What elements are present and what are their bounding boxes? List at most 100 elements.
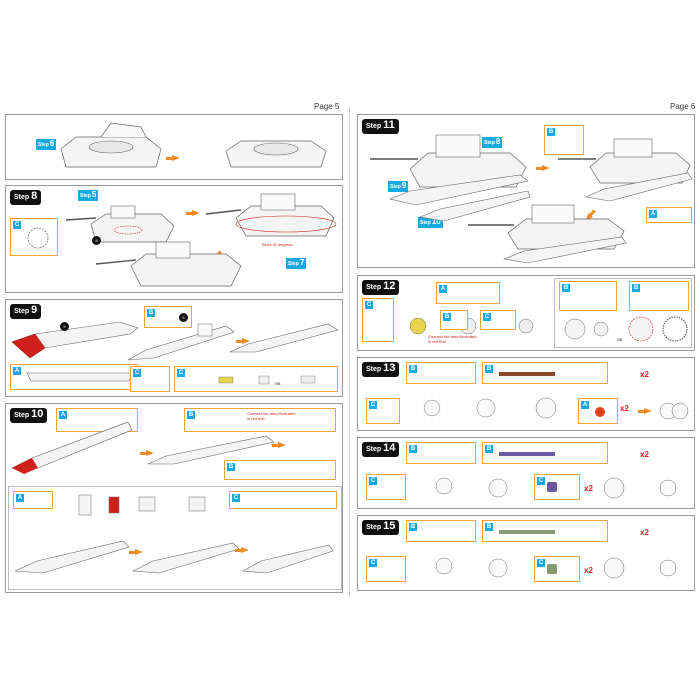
part-label-a: A [649, 210, 657, 218]
part-label-a: A [16, 494, 24, 502]
part-box-b-1: B [406, 442, 476, 464]
part-box-c-1: C [366, 556, 406, 582]
bend-note: Bend 90 degrees [262, 242, 293, 247]
flow-arrow [236, 338, 250, 344]
fender-part-red [10, 321, 139, 359]
part-label-c: C [537, 477, 545, 485]
tank-step11-left [370, 134, 531, 222]
flow-arrow [235, 547, 249, 553]
part-label-a: A [581, 401, 589, 409]
nb-label: NB [275, 381, 281, 386]
part-box-c: C [366, 398, 400, 424]
track-part-brown [499, 372, 555, 376]
part-number: 5 [179, 313, 188, 322]
part-box-a-2: A [13, 491, 53, 509]
fender-part-middle [127, 323, 235, 361]
part-label-c: C [369, 559, 377, 567]
part-label-b: B [147, 309, 155, 317]
flow-arrow [638, 408, 652, 414]
fender-assembled [14, 540, 334, 574]
red-part-icon [595, 407, 605, 417]
step-tag-6: Step6 [36, 139, 57, 150]
wheels-done [603, 477, 677, 499]
flow-arrow [166, 155, 180, 161]
part-box-b: B [544, 125, 584, 155]
tank-assembled-top [205, 193, 337, 237]
sub-panel-step-12: B B NB [554, 278, 692, 348]
part-box-b-2: B [482, 442, 608, 464]
fender-part-middle [147, 435, 275, 465]
page-label-left: Page 5 [314, 102, 340, 111]
tank-assembled-bottom [95, 241, 242, 287]
part-box-b-2: B [559, 281, 617, 311]
part-label-b: B [227, 463, 235, 471]
part-box-b-1: B [406, 362, 476, 384]
part-box-a: A [578, 398, 618, 424]
green-part-icon [547, 564, 557, 574]
flow-arrow [140, 450, 154, 456]
nb-label: NB [617, 337, 623, 342]
part-box-a: A [646, 207, 692, 223]
connect-note: Connect the tabs illustrated in red firs… [428, 334, 477, 344]
part-box-c-1: C [366, 474, 406, 500]
quantity-x2: x2 [584, 566, 593, 575]
part-label-c: C [369, 477, 377, 485]
road-wheels [435, 477, 508, 498]
part-label-b: B [187, 411, 195, 419]
fender-part-done [229, 323, 339, 353]
part-box-c-2: C [534, 556, 580, 582]
part-number: 8 [92, 236, 101, 245]
part-box-b-1: B Connect the tabs illustrated in red fi… [184, 408, 336, 432]
wheels-done [659, 402, 689, 420]
part-label-c: C [13, 221, 21, 229]
part-box-b-1: B [440, 310, 468, 330]
part-label-b: B [409, 445, 417, 453]
part-box-b-1: B [406, 520, 476, 542]
small-parts [218, 375, 316, 385]
wheel-assembly [564, 316, 688, 342]
part-box-c-1: C [130, 366, 170, 392]
road-wheels [435, 557, 508, 578]
part-box-a: A [436, 282, 500, 304]
part-label-b: B [409, 365, 417, 373]
part-box-c: C [229, 491, 337, 509]
part-label-b: B [485, 445, 493, 453]
purple-part-icon [547, 482, 557, 492]
tank-step11-bottom [468, 204, 627, 264]
part-box-b-3: B [629, 281, 689, 311]
connect-note: Connect the tabs illustrated in red firs… [247, 411, 296, 421]
strip-part [26, 372, 134, 382]
part-label-b: B [547, 128, 555, 136]
part-label-b: B [409, 523, 417, 531]
part-box-c-2: C NB [174, 366, 338, 392]
part-box-b-2: B [482, 362, 608, 384]
part-box-c: C [362, 298, 394, 342]
part-box-b-2: B [224, 460, 336, 480]
part-label-a: A [439, 285, 447, 293]
part-label-b: B [562, 284, 570, 292]
flow-arrow [129, 549, 143, 555]
track-part-purple [499, 452, 555, 456]
part-label-a: A [59, 411, 67, 419]
wheels-done [603, 557, 677, 579]
flow-arrow [536, 165, 550, 171]
step-tag-7: Step7 [286, 258, 307, 269]
track-part-green [499, 530, 555, 534]
part-box-b: B 5 [144, 306, 192, 328]
step-tag-9: Step9 [388, 181, 409, 192]
part-label-b: B [485, 523, 493, 531]
quantity-x2: x2 [640, 450, 649, 459]
quantity-x2: x2 [640, 528, 649, 537]
